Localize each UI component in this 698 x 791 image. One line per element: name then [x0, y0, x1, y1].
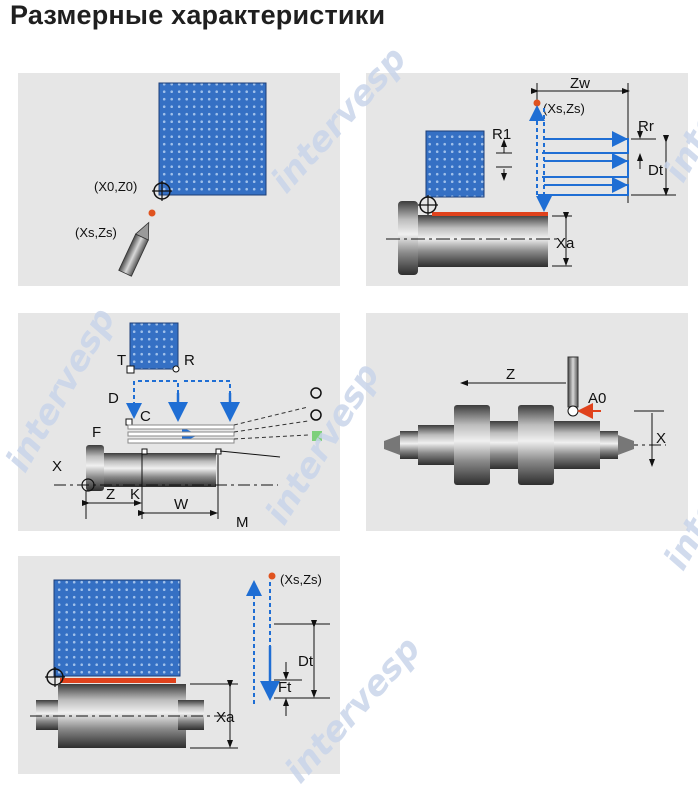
- c-label: C: [140, 408, 151, 425]
- r-label: R: [184, 352, 195, 369]
- m-label: M: [236, 514, 249, 531]
- dt-label: Dt: [298, 653, 314, 670]
- ft-label: Ft: [278, 679, 292, 696]
- start-point-marker: [148, 209, 156, 217]
- xa-label: Xa: [556, 235, 575, 252]
- k-label: K: [130, 486, 140, 503]
- w-label: W: [174, 496, 189, 513]
- f-label: F: [92, 424, 101, 441]
- zw-label: Zw: [570, 75, 590, 92]
- z-label: Z: [506, 366, 515, 383]
- diagram-origin-point: (X0,Z0) (Xs,Zs): [18, 73, 340, 286]
- diagram-probing: A0 Z X: [366, 313, 688, 531]
- z-label: Z: [106, 486, 115, 503]
- xa-label: Xa: [216, 709, 235, 726]
- probe-tool: [118, 221, 150, 277]
- x-label: X: [52, 458, 62, 475]
- d-label: D: [108, 390, 119, 407]
- rr-label: Rr: [638, 118, 654, 135]
- r1-label: R1: [492, 126, 511, 143]
- start-label: (Xs,Zs): [75, 225, 117, 240]
- page-title: Размерные характеристики: [10, 0, 386, 30]
- origin-label: (X0,Z0): [94, 179, 137, 194]
- diagram-roughing: Zw (Xs,Zs) Rr Dt R1: [366, 73, 688, 286]
- dt-label: Dt: [648, 162, 664, 179]
- x-label: X: [656, 430, 666, 447]
- t-label: T: [117, 352, 126, 369]
- tool-block: [158, 82, 267, 196]
- diagram-facing: Xa (Xs,Zs) Dt Ft: [18, 556, 340, 774]
- a0-label: A0: [588, 390, 606, 407]
- diagram-grooving: T R D C F X Z K: [18, 313, 340, 531]
- start-label: (Xs,Zs): [543, 101, 585, 116]
- start-label: (Xs,Zs): [280, 572, 322, 587]
